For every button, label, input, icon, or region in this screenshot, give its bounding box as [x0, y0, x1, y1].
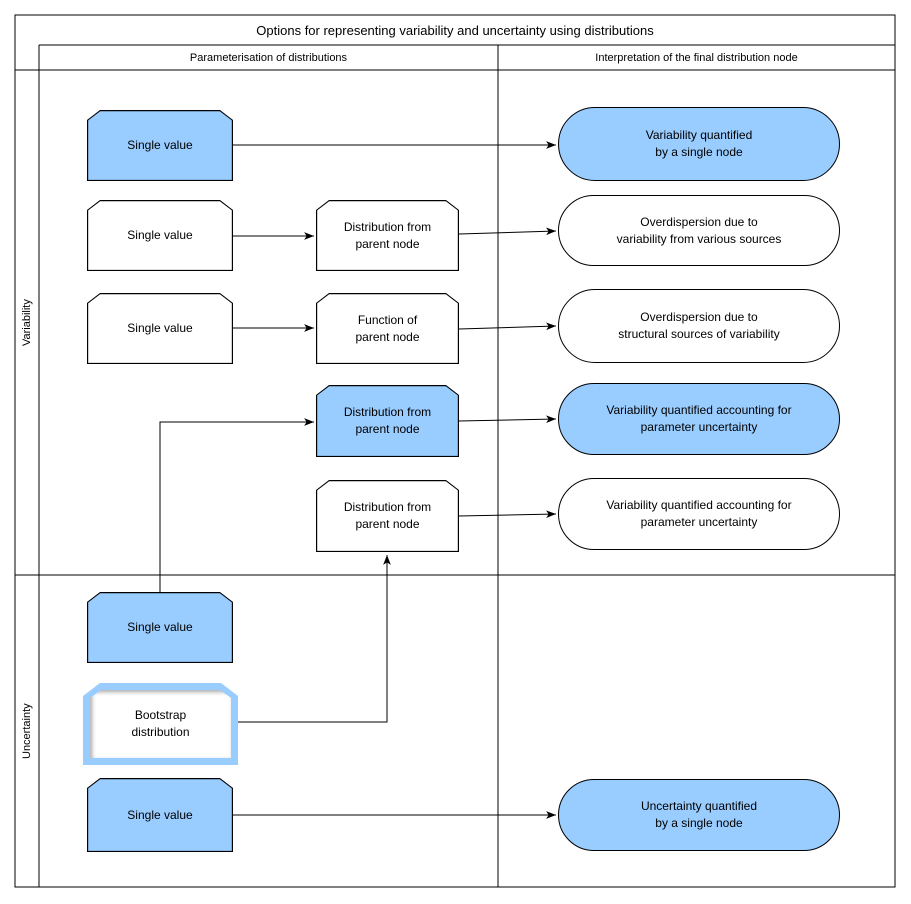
node-single-value-2: Single value [87, 200, 233, 271]
node-single-value-4: Single value [87, 592, 233, 663]
pill-label: Variability quantified by a single node [645, 128, 753, 159]
column-header-interpretation: Interpretation of the final distribution… [595, 51, 798, 64]
pill-label: Overdispersion due to variability from v… [616, 214, 782, 246]
pill-variability-single-node: Variability quantified by a single node [558, 107, 840, 181]
row-label-variability: Variability [21, 299, 33, 346]
node-fill: Function of parent node [317, 294, 458, 363]
node-single-value-5: Single value [87, 778, 233, 852]
connector-dist3-to-p5 [458, 510, 557, 519]
connector-dist2-to-p4 [458, 415, 557, 424]
node-function-of-parent: Function of parent node [316, 293, 459, 364]
node-fill: Single value [88, 779, 232, 851]
node-fill: Single value [88, 111, 232, 180]
pill-variability-parameter-uncertainty-blue: Variability quantified accounting for pa… [558, 383, 840, 455]
row-label-uncertainty: Uncertainty [21, 703, 33, 759]
diagram-title: Options for representing variability and… [256, 22, 654, 38]
node-single-value-1: Single value [87, 110, 233, 181]
node-label: Bootstrap distribution [131, 708, 190, 739]
pill-label: Variability quantified accounting for pa… [606, 403, 792, 434]
pill-overdispersion-structural-sources: Overdispersion due to structural sources… [558, 289, 840, 363]
connector-sv4-to-dist2 [159, 418, 314, 592]
node-label: Distribution from parent node [343, 500, 432, 531]
pill-overdispersion-various-sources: Overdispersion due to variability from v… [558, 195, 840, 266]
node-fill: Distribution from parent node [317, 201, 458, 270]
node-label: Single value [127, 807, 193, 822]
connector-boot-to-dist3 [238, 555, 391, 723]
node-label: Single value [127, 228, 193, 243]
node-fill: Bootstrap distribution [90, 690, 231, 758]
node-label: Distribution from parent node [343, 219, 432, 251]
node-fill: Single value [88, 593, 232, 662]
node-fill: Distribution from parent node [317, 386, 458, 456]
node-fill: Single value [88, 294, 232, 363]
node-single-value-3: Single value [87, 293, 233, 364]
node-distribution-from-parent-2: Distribution from parent node [316, 385, 459, 457]
node-label: Distribution from parent node [343, 405, 432, 436]
pill-uncertainty-single-node: Uncertainty quantified by a single node [558, 779, 840, 851]
node-label: Single value [127, 321, 193, 336]
connector-dist1-to-p2 [458, 227, 557, 236]
node-bootstrap-distribution: Bootstrap distribution [83, 683, 238, 765]
node-fill: Single value [88, 201, 232, 270]
node-distribution-from-parent-3: Distribution from parent node [316, 480, 459, 552]
node-label: Function of parent node [355, 312, 420, 344]
pill-label: Overdispersion due to structural sources… [618, 310, 780, 341]
node-distribution-from-parent-1: Distribution from parent node [316, 200, 459, 271]
node-label: Single value [127, 138, 193, 153]
pill-label: Uncertainty quantified by a single node [640, 799, 758, 830]
node-label: Single value [127, 620, 193, 635]
connector-func1-to-p3 [458, 322, 557, 331]
column-header-parameterisation: Parameterisation of distributions [189, 51, 348, 64]
pill-variability-parameter-uncertainty-white: Variability quantified accounting for pa… [558, 478, 840, 550]
pill-label: Variability quantified accounting for pa… [606, 498, 792, 529]
node-fill: Distribution from parent node [317, 481, 458, 551]
